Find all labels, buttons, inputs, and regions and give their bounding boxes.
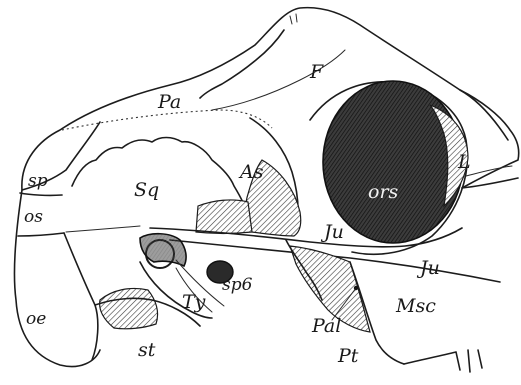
label-msc: Msc xyxy=(395,295,436,317)
label-sp: sp xyxy=(28,171,48,191)
crest-mark xyxy=(290,14,297,24)
orbit-ors xyxy=(323,81,463,243)
squamosal-lower xyxy=(66,226,140,232)
label-ty: Ty xyxy=(182,291,206,313)
label-l: L xyxy=(457,151,471,173)
label-pal: Pal xyxy=(311,315,341,337)
tooth-row xyxy=(404,350,482,372)
label-ju-upper: Ju xyxy=(320,221,344,243)
sphenoid-shading xyxy=(196,200,252,234)
label-ju-lower: Ju xyxy=(416,257,440,279)
label-pt: Pt xyxy=(337,345,359,367)
label-pa: Pa xyxy=(157,91,181,113)
styloid-shading xyxy=(100,288,158,328)
parietal-suture xyxy=(62,110,272,130)
label-oe: oe xyxy=(26,309,46,329)
sp-os-suture xyxy=(20,193,62,195)
label-st: st xyxy=(138,339,156,361)
os-oe-suture xyxy=(18,233,64,236)
label-ors: ors xyxy=(368,181,399,203)
label-as: As xyxy=(238,161,264,183)
oe-border xyxy=(64,233,98,360)
label-os: os xyxy=(24,207,43,227)
label-f: F xyxy=(309,61,324,83)
label-sp6: sp6 xyxy=(222,275,253,295)
frontal-suture xyxy=(200,30,284,98)
label-sq: Sq xyxy=(134,179,159,201)
pal-pointer-dot xyxy=(354,286,358,290)
